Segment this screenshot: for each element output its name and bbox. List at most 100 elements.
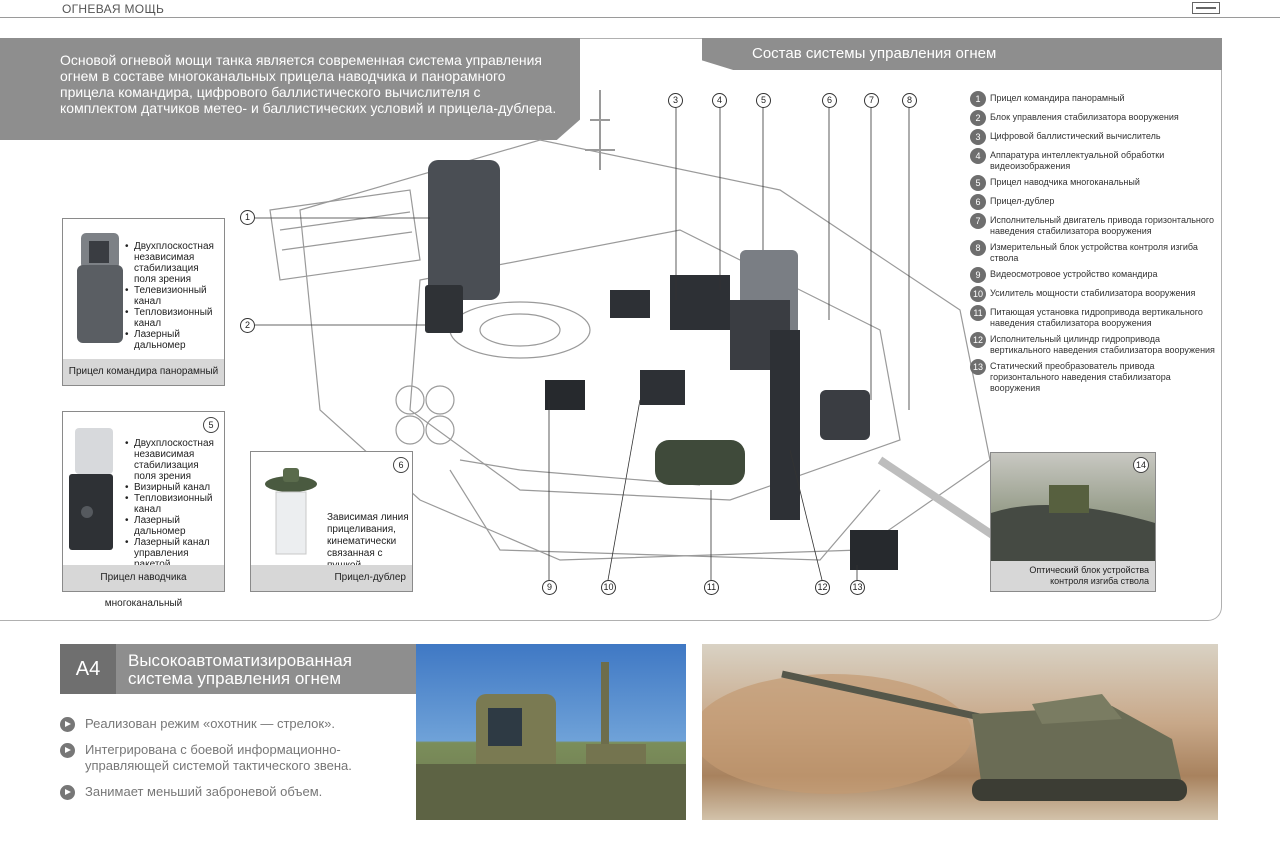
section-heading: Высокоавтоматизированная система управле… (128, 651, 352, 688)
callout-3: 3 (668, 93, 683, 108)
bullet-item: Интегрирована с боевой информационно-упр… (60, 742, 400, 774)
commander-sight-unit (428, 160, 500, 300)
legend-label: Усилитель мощности стабилизатора вооруже… (990, 288, 1196, 298)
legend-number: 2 (970, 110, 986, 126)
legend-item: 6 Прицел-дублер (970, 194, 1215, 210)
section-a4-heading: А4 Высокоавтоматизированная система упра… (60, 644, 416, 694)
callout-13: 13 (850, 580, 865, 595)
header-bar: ОГНЕВАЯ МОЩЬ (0, 0, 1280, 18)
legend-number: 6 (970, 194, 986, 210)
callout-4: 4 (712, 93, 727, 108)
legend-number: 1 (970, 91, 986, 107)
legend-label: Измерительный блок устройства контроля и… (990, 242, 1198, 263)
feature-item: Тепловизионный канал (125, 493, 223, 515)
tank-turret-illustration (269, 90, 1000, 570)
callout-11: 11 (704, 580, 719, 595)
legend-number: 10 (970, 286, 986, 302)
legend-label: Видеосмотровое устройство командира (990, 269, 1158, 279)
feature-item: Телевизионный канал (125, 285, 221, 307)
commander-sight-panel: Двухплоскостная независимая стабилизация… (62, 218, 225, 386)
legend-number: 13 (970, 359, 986, 375)
legend-label: Прицел наводчика многоканальный (990, 177, 1140, 187)
a4-bullet-list: Реализован режим «охотник — стрелок». Ин… (60, 716, 400, 810)
section-title: Состав системы управления огнем (752, 45, 997, 62)
legend-number: 8 (970, 240, 986, 256)
callout-8: 8 (902, 93, 917, 108)
backup-sight-image (265, 468, 317, 555)
legend-number: 12 (970, 332, 986, 348)
feature-item: Тепловизионный канал (125, 307, 221, 329)
publisher-logo-icon (1192, 2, 1220, 14)
intro-text: Основой огневой мощи танка является совр… (60, 52, 557, 116)
gunner-sight-image (69, 428, 113, 550)
callout-10: 10 (601, 580, 616, 595)
legend-label: Питающая установка гидропривода вертикал… (990, 307, 1203, 328)
bullet-item: Занимает меньший заброневой объем. (60, 784, 400, 800)
page-header-title: ОГНЕВАЯ МОЩЬ (62, 2, 165, 16)
bullet-text: Интегрирована с боевой информационно-упр… (85, 742, 352, 773)
legend-item: 9 Видеосмотровое устройство командира (970, 267, 1215, 283)
legend-label: Прицел командира панорамный (990, 93, 1125, 103)
optical-unit-caption: Оптический блок устройства контроля изги… (991, 561, 1155, 591)
legend-label: Цифровой баллистический вычислитель (990, 131, 1161, 141)
callout-1: 1 (240, 210, 255, 225)
section-title-box: Состав системы управления огнем (702, 38, 1222, 70)
legend-number: 5 (970, 175, 986, 191)
legend-label: Прицел-дублер (990, 196, 1055, 206)
turret-closeup-photo (416, 644, 686, 820)
gunner-sight-features: Двухплоскостная независимая стабилизация… (125, 438, 223, 570)
backup-sight-caption: Прицел-дублер (251, 565, 412, 591)
feature-item: Лазерный дальномер (125, 329, 221, 351)
backup-sight-panel: 6 Зависимая линия прицеливания, кинемати… (250, 451, 413, 592)
play-arrow-icon (60, 717, 75, 732)
callout-12: 12 (815, 580, 830, 595)
commander-sight-features: Двухплоскостная независимая стабилизация… (125, 241, 221, 351)
bullet-item: Реализован режим «охотник — стрелок». (60, 716, 400, 732)
legend-number: 9 (970, 267, 986, 283)
callout-2: 2 (240, 318, 255, 333)
callout-5: 5 (756, 93, 771, 108)
backup-sight-description: Зависимая линия прицеливания, кинематиче… (327, 512, 409, 571)
tank-motion-graphic (702, 670, 1187, 801)
legend-number: 7 (970, 213, 986, 229)
commander-sight-caption: Прицел командира панорамный (63, 359, 224, 385)
gunner-sight-number: 5 (203, 417, 219, 433)
feature-item: Визирный канал (125, 482, 223, 493)
bullet-text: Занимает меньший заброневой объем. (85, 784, 323, 799)
legend-item: 2 Блок управления стабилизатора вооружени… (970, 110, 1215, 126)
commander-sight-image (77, 233, 123, 343)
legend-item: 1 Прицел командира панорамный (970, 91, 1215, 107)
legend-label: Аппаратура интеллектуальной обработки ви… (990, 150, 1165, 171)
bullet-text: Реализован режим «охотник — стрелок». (85, 716, 335, 731)
legend-label: Исполнительный цилиндр гидропривода верт… (990, 334, 1215, 355)
play-arrow-icon (60, 785, 75, 800)
tank-in-motion-photo (702, 644, 1218, 820)
legend-number: 4 (970, 148, 986, 164)
intro-box: Основой огневой мощи танка является совр… (0, 38, 580, 140)
legend-label: Блок управления стабилизатора вооружения (990, 112, 1179, 122)
callout-6: 6 (822, 93, 837, 108)
legend-item: 3 Цифровой баллистический вычислитель (970, 129, 1215, 145)
backup-sight-number: 6 (393, 457, 409, 473)
legend-number: 11 (970, 305, 986, 321)
feature-item: Двухплоскостная независимая стабилизация… (125, 241, 221, 285)
legend-label: Статический преобразователь привода гори… (990, 361, 1171, 393)
play-arrow-icon (60, 743, 75, 758)
components-legend: 1 Прицел командира панорамный 2 Блок управ… (970, 91, 1215, 399)
callout-9: 9 (542, 580, 557, 595)
optical-unit-photo: 14 Оптический блок устройства контроля и… (990, 452, 1156, 592)
barrel-photo-graphic (991, 485, 1155, 561)
turret-photo-graphic (416, 662, 686, 820)
legend-label: Исполнительный двигатель привода горизон… (990, 215, 1214, 236)
legend-number: 3 (970, 129, 986, 145)
callout-7: 7 (864, 93, 879, 108)
feature-item: Двухплоскостная независимая стабилизация… (125, 438, 223, 482)
legend-item: 5 Прицел наводчика многоканальный (970, 175, 1215, 191)
gunner-sight-caption: Прицел наводчика многоканальный (63, 565, 224, 609)
section-code: А4 (60, 644, 116, 694)
feature-item: Лазерный дальномер (125, 515, 223, 537)
